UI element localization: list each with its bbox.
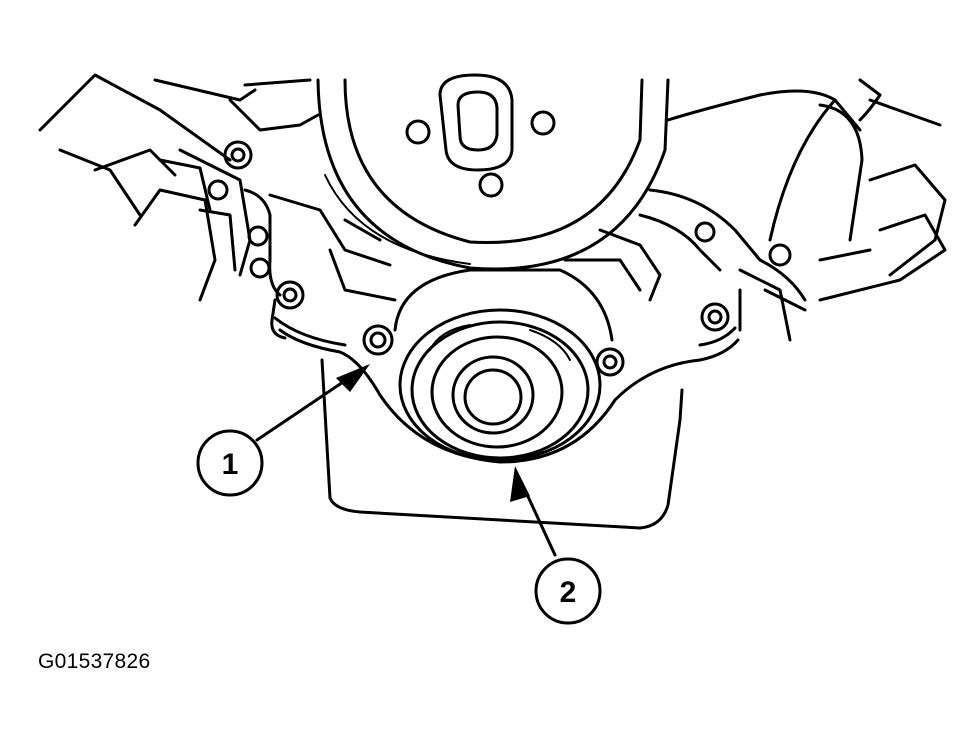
crankshaft-front-seal	[393, 268, 614, 462]
front-cover-bolt-2	[595, 347, 625, 377]
leader-line-1	[255, 374, 354, 442]
front-cover-bolt-1	[362, 324, 394, 356]
front-cover-outline-inner	[273, 316, 347, 347]
front-cover-bolt-3	[275, 280, 305, 310]
pulley-bolt-bottom	[478, 172, 504, 198]
right-engine-bracket	[563, 78, 947, 342]
front-cover-bolt-5	[223, 140, 253, 170]
pulley-hub	[438, 73, 514, 172]
front-cover-bolt-4	[700, 302, 730, 332]
figure-id: G01537826	[38, 650, 151, 673]
crankshaft-pulley	[316, 78, 670, 271]
callout-2-label: 2	[560, 576, 577, 609]
arrowhead-2	[510, 466, 530, 502]
arrowhead-1	[336, 364, 370, 392]
leader-line-2	[523, 488, 557, 557]
callout-1-label: 1	[222, 448, 239, 481]
pulley-bolt-left	[405, 119, 431, 145]
front-cover-outline	[278, 328, 740, 464]
front-cover-right-flange	[698, 326, 737, 347]
oil-pan-outline	[320, 358, 684, 530]
callout-1: 1	[196, 429, 264, 497]
engine-block-upper	[243, 78, 397, 302]
pulley-bolt-right	[530, 110, 556, 136]
left-engine-bracket	[38, 73, 320, 340]
callout-2: 2	[534, 557, 602, 625]
